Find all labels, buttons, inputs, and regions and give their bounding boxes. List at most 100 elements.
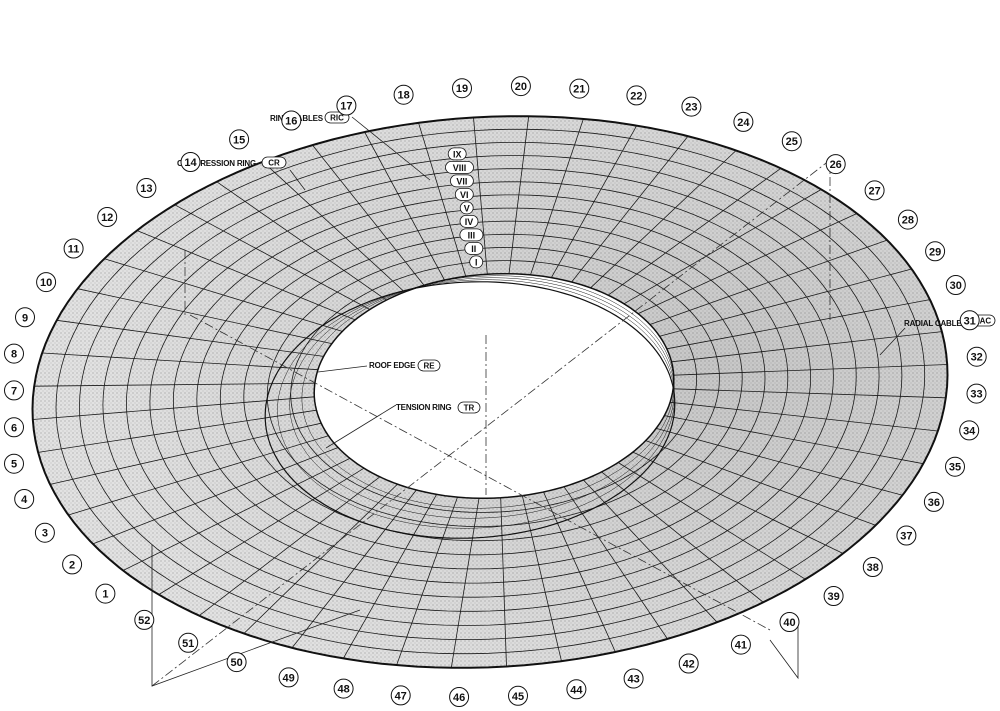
callout-roof-edge-text: ROOF EDGE bbox=[369, 361, 416, 370]
radial-number-circle bbox=[62, 554, 83, 575]
radial-number-circle bbox=[945, 275, 966, 295]
radial-number-circle bbox=[966, 383, 987, 404]
ring-cable-label: VII bbox=[449, 174, 474, 188]
radial-number-circle bbox=[945, 456, 965, 477]
ring-cable-label: III bbox=[459, 228, 484, 242]
ring-cable-label-text: VIII bbox=[453, 163, 467, 173]
radial-cable-line bbox=[571, 135, 689, 283]
callout-tension-ring: TENSION RING TR bbox=[325, 401, 481, 449]
inner-cable-web bbox=[277, 275, 675, 529]
radial-cable-line bbox=[656, 428, 903, 496]
radial-number-label: 44 bbox=[570, 684, 583, 696]
radial-number-circle bbox=[681, 96, 702, 117]
radial-number-circle bbox=[510, 76, 531, 97]
radial-number-marker: 42 bbox=[678, 653, 699, 674]
radial-number-label: 40 bbox=[783, 617, 795, 629]
radial-number-label: 32 bbox=[971, 352, 983, 364]
radial-number-circle bbox=[4, 343, 24, 364]
radial-cable-line bbox=[521, 495, 562, 662]
radial-number-label: 47 bbox=[395, 690, 407, 702]
radial-number-marker: 11 bbox=[63, 238, 84, 259]
radial-number-label: 31 bbox=[964, 315, 976, 327]
radial-number-circle bbox=[336, 95, 357, 116]
ring-cable-label-text: IV bbox=[465, 217, 474, 227]
radial-number-circle bbox=[34, 522, 55, 543]
radial-number-label: 9 bbox=[22, 312, 28, 324]
radial-number-marker: 19 bbox=[452, 78, 472, 99]
radial-number-circle bbox=[825, 154, 846, 175]
radial-number-marker: 28 bbox=[897, 209, 918, 230]
radial-number-label: 46 bbox=[453, 692, 465, 704]
radial-cable-line bbox=[664, 415, 924, 465]
radial-number-label: 4 bbox=[21, 494, 28, 506]
callout-ring-cables-leader bbox=[351, 116, 431, 181]
radial-number-circle bbox=[897, 209, 918, 230]
radial-number-label: 51 bbox=[182, 638, 194, 650]
radial-number-label: 5 bbox=[11, 459, 17, 471]
ring-cable-label: IV bbox=[459, 214, 479, 228]
radial-number-label: 14 bbox=[184, 157, 197, 169]
radial-cable-line bbox=[530, 118, 584, 276]
radial-number-circle bbox=[97, 207, 118, 227]
radial-cable-line bbox=[77, 288, 332, 344]
radial-number-circle bbox=[678, 653, 699, 674]
radial-number-label: 1 bbox=[102, 589, 108, 601]
radial-number-circle bbox=[136, 178, 157, 198]
radial-number-label: 21 bbox=[573, 84, 585, 96]
radial-number-marker: 22 bbox=[626, 85, 647, 106]
radial-cable-line bbox=[418, 122, 467, 277]
radial-number-marker: 17 bbox=[336, 95, 357, 116]
inner-web-ring bbox=[289, 277, 675, 519]
radial-number-label: 19 bbox=[456, 83, 468, 95]
radial-cable-line bbox=[473, 117, 488, 275]
radial-number-label: 12 bbox=[101, 212, 113, 224]
radial-number-label: 16 bbox=[285, 116, 297, 128]
inner-web-ring bbox=[301, 275, 675, 509]
callout-tension-ring-box bbox=[457, 401, 481, 414]
radial-number-marker: 20 bbox=[510, 76, 531, 97]
ring-cable-label-box bbox=[449, 174, 474, 188]
ring-cable-label: II bbox=[464, 241, 484, 255]
radial-number-marker: 10 bbox=[36, 272, 57, 293]
radial-number-label: 26 bbox=[830, 159, 842, 171]
ring-cable-label-text: VII bbox=[456, 176, 467, 186]
radial-number-label: 34 bbox=[963, 425, 976, 437]
radial-number-marker: 13 bbox=[136, 178, 157, 198]
radial-cable-line bbox=[450, 498, 480, 668]
radial-number-marker: 15 bbox=[229, 129, 250, 150]
radial-number-circle bbox=[823, 586, 844, 606]
ring-cable-label-text: VI bbox=[460, 190, 469, 200]
radial-number-marker: 4 bbox=[14, 489, 35, 509]
ring-cable-label-box bbox=[447, 147, 467, 161]
radial-number-circle bbox=[923, 491, 944, 512]
radial-number-circle bbox=[4, 380, 24, 401]
radial-number-circle bbox=[95, 583, 116, 604]
radial-number-marker: 6 bbox=[4, 417, 24, 438]
compression-ring-edge bbox=[31, 115, 949, 669]
radial-number-label: 6 bbox=[11, 422, 17, 434]
radial-cable-line bbox=[607, 167, 782, 296]
radial-cable-line bbox=[637, 213, 858, 314]
radial-number-marker: 49 bbox=[278, 667, 299, 688]
radial-cable-line bbox=[50, 422, 322, 485]
radial-number-marker: 7 bbox=[4, 380, 24, 401]
radial-number-marker: 39 bbox=[823, 586, 844, 606]
radial-cable-line bbox=[56, 319, 324, 357]
radial-number-circle bbox=[134, 609, 155, 630]
radial-number-label: 11 bbox=[68, 244, 80, 256]
ring-cable-label: VI bbox=[454, 187, 474, 201]
radial-number-marker: 40 bbox=[779, 612, 800, 632]
tension-ring-edge bbox=[313, 272, 675, 500]
radial-number-circle bbox=[566, 679, 587, 700]
radial-cable-lines bbox=[32, 116, 948, 668]
radial-cable-line bbox=[508, 116, 530, 274]
radial-number-circle bbox=[781, 131, 802, 152]
roof-opening bbox=[314, 273, 674, 499]
construction-lines bbox=[151, 159, 831, 687]
radial-number-marker: 5 bbox=[4, 453, 24, 474]
callout-tension-ring-leader bbox=[325, 404, 397, 449]
radial-number-marker: 36 bbox=[923, 491, 944, 512]
radial-number-circle bbox=[925, 241, 946, 262]
support-lines bbox=[151, 545, 799, 687]
radial-number-label: 10 bbox=[40, 277, 52, 289]
